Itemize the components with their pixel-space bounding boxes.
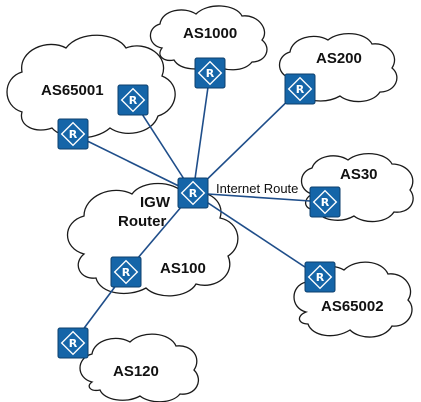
svg-text:R: R (321, 196, 330, 209)
svg-text:R: R (122, 266, 131, 279)
svg-text:R: R (206, 67, 215, 80)
as65001-label: AS65001 (41, 82, 104, 99)
as100-label: AS100 (160, 260, 206, 277)
svg-text:R: R (129, 94, 138, 107)
router-icon: R (110, 256, 142, 288)
router-icon: R (284, 73, 316, 105)
link-igw-to-as65002 (192, 192, 321, 278)
router-icon: R (117, 84, 149, 116)
link-igw-to-as30 (192, 192, 326, 203)
svg-text:R: R (296, 83, 305, 96)
router-icon: R (57, 118, 89, 150)
igw-router-icon: R (177, 177, 209, 209)
cloud-as1000 (149, 5, 268, 71)
svg-text:R: R (69, 337, 78, 350)
cloud-as120 (79, 333, 199, 402)
as120-label: AS120 (113, 363, 159, 380)
svg-text:R: R (316, 271, 325, 284)
link-igw-to-as200 (192, 88, 301, 194)
router-icon: R (194, 57, 226, 89)
router-icon: R (309, 186, 341, 218)
router-icon: R (304, 261, 336, 293)
as65002-label: AS65002 (321, 298, 384, 315)
as200-label: AS200 (316, 50, 362, 67)
link-igw-to-as1000 (192, 72, 211, 194)
internet-route-label: Internet Route (216, 181, 298, 196)
as30-label: AS30 (340, 166, 378, 183)
svg-text:R: R (189, 187, 198, 200)
router-icon: R (57, 327, 89, 359)
svg-text:R: R (69, 128, 78, 141)
igw-label-line1: IGW (140, 194, 171, 211)
link-igw-to-as65001-lower (72, 133, 194, 194)
igw-label-line2: Router (118, 213, 166, 230)
as1000-label: AS1000 (183, 25, 237, 42)
